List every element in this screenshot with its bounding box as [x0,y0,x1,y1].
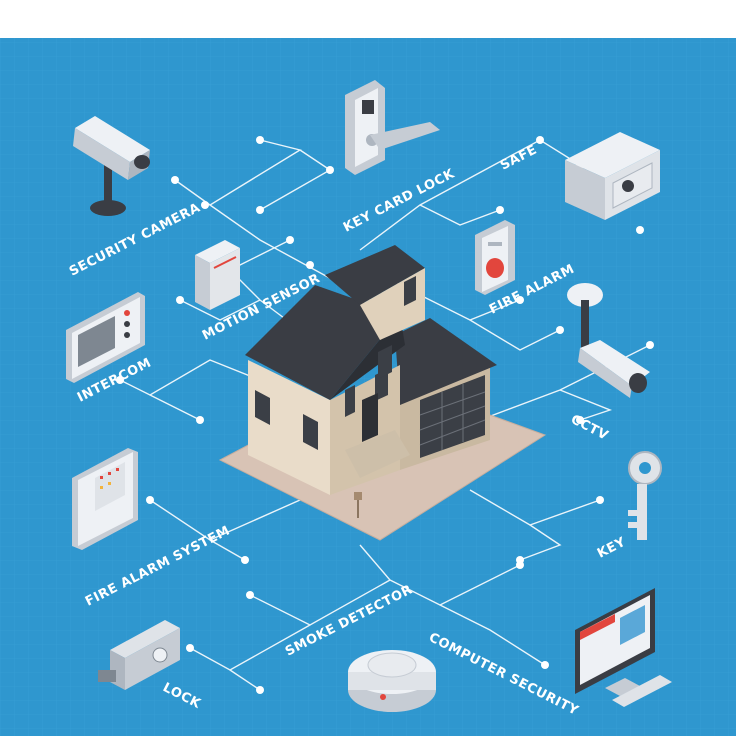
safe-icon [565,132,660,220]
fire-alarm-system-icon [72,448,138,550]
house-icon [218,245,547,541]
smoke-detector-icon [348,650,436,712]
lock-icon [98,620,180,690]
security-camera-icon [73,116,150,216]
key-icon [628,451,662,540]
motion-sensor-icon [195,240,240,310]
computer-security-icon [575,588,672,707]
cctv-icon [567,283,650,398]
fire-alarm-icon [475,220,515,295]
intercom-icon [66,292,145,383]
key-card-lock-icon [345,80,440,175]
